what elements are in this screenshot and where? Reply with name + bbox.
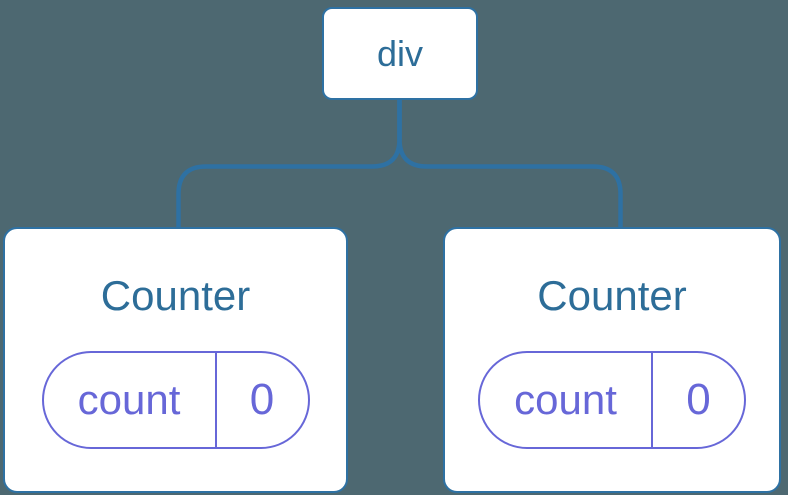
state-pill-divider (651, 353, 653, 448)
counter-node-left: Counter count 0 (3, 227, 348, 493)
root-node-label: div (376, 32, 424, 74)
root-node-div: div (322, 7, 478, 100)
state-pill: count 0 (41, 351, 310, 450)
connector-left-branch (176, 100, 402, 228)
state-key-label: count (514, 376, 617, 424)
counter-node-right: Counter count 0 (443, 227, 781, 493)
state-pill: count 0 (478, 351, 746, 450)
connector-right-branch (397, 100, 623, 228)
state-value: 0 (686, 375, 711, 425)
state-pill-divider (214, 353, 217, 448)
component-name: Counter (100, 272, 251, 319)
state-value: 0 (249, 375, 275, 425)
state-key-label: count (77, 376, 181, 424)
component-name: Counter (537, 272, 687, 319)
